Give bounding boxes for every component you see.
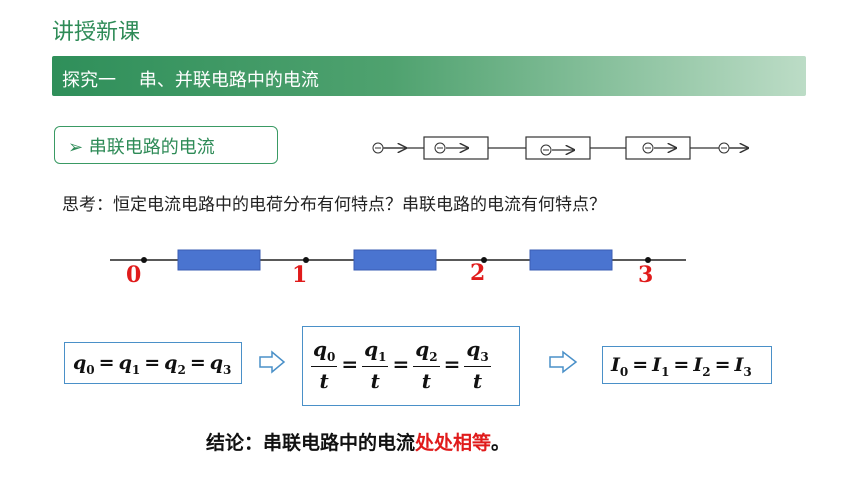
conclusion-prefix: 结论：串联电路中的电流 [206, 432, 416, 454]
conductor-segment [177, 249, 261, 271]
conclusion-suffix: 。 [491, 432, 511, 454]
implies-arrow-icon [549, 350, 578, 374]
electron-icon [540, 144, 574, 156]
point-dot [481, 257, 487, 263]
subsection-title: ➢ 串联电路的电流 [68, 137, 215, 158]
point-dot [303, 257, 309, 263]
conductor-segment [529, 249, 613, 271]
electron-icon [434, 142, 468, 154]
question-text: 思考：恒定电流电路中的电荷分布有何特点？串联电路的电流有何特点？ [62, 195, 606, 215]
resistor-2 [525, 136, 591, 160]
point-label-3: 3 [638, 262, 654, 288]
point-dot [645, 257, 651, 263]
current-equation: I0=I1=I2=I3 [611, 354, 752, 379]
section-bar [52, 56, 806, 96]
charge-equation: q0=q1=q2=q3 [73, 352, 232, 377]
electron-icon [372, 142, 406, 154]
current-equation-box: I0=I1=I2=I3 [602, 346, 772, 384]
section-title: 探究一 串、并联电路中的电流 [62, 70, 319, 91]
conclusion-text: 结论：串联电路中的电流处处相等。 [206, 428, 510, 455]
subsection-box [54, 126, 278, 164]
conclusion-highlight: 处处相等 [415, 432, 492, 454]
point-dot [141, 257, 147, 263]
page-title: 讲授新课 [52, 20, 141, 45]
charge-flow-diagram [372, 136, 760, 160]
electron-icon [718, 142, 748, 154]
implies-arrow-icon [259, 350, 286, 374]
series-wire-diagram [110, 249, 686, 271]
point-label-0: 0 [126, 262, 142, 288]
conductor-segment [353, 249, 437, 271]
charge-equation-box: q0=q1=q2=q3 [64, 342, 242, 384]
electron-icon [642, 142, 676, 154]
point-label-1: 1 [292, 262, 308, 288]
point-label-2: 2 [470, 260, 486, 286]
